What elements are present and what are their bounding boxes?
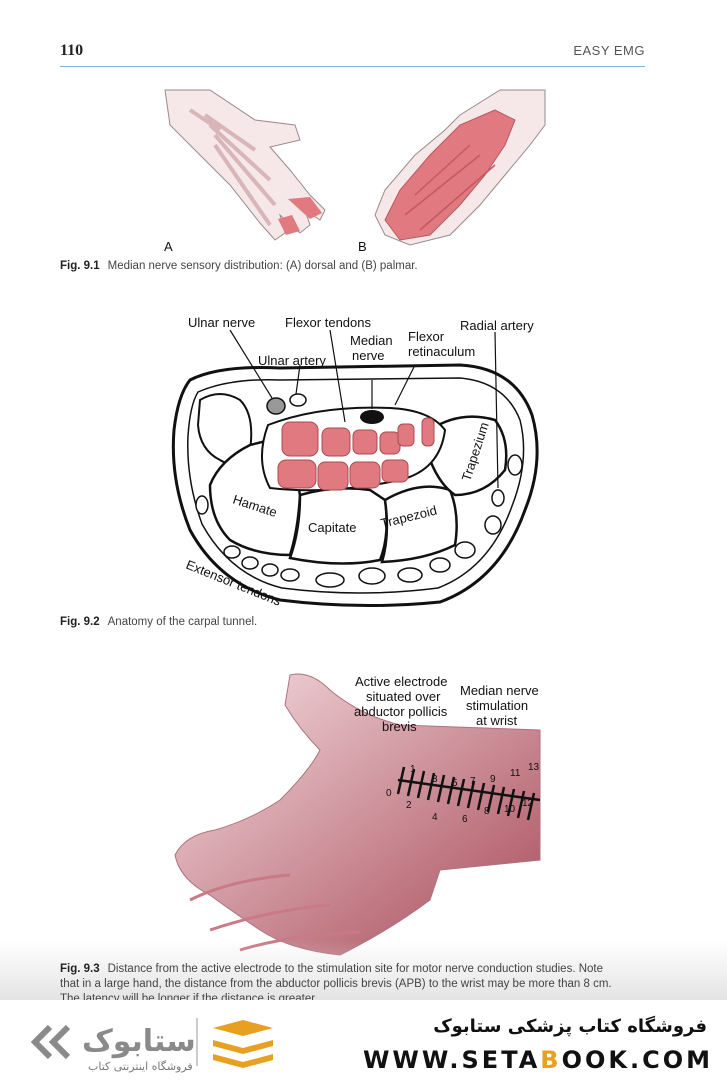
label-capitate: Capitate (308, 520, 356, 535)
svg-text:9: 9 (490, 774, 496, 785)
shop-url[interactable]: WWW.SETABOOK.COM (362, 1046, 713, 1074)
figure-9-2-carpal-tunnel: Ulnar nerve Flexor tendons Median nerve … (171, 315, 539, 609)
label-median-nerve-1: Median (350, 333, 393, 348)
label-ulnar-nerve: Ulnar nerve (188, 315, 255, 330)
trapezoid-bone (380, 485, 458, 564)
svg-text:4: 4 (432, 812, 438, 823)
figure-9-3-hand-electrode: 1 3 5 7 9 11 13 0 2 4 6 8 10 12 Active e… (174, 673, 541, 956)
caption-text: Anatomy of the carpal tunnel. (107, 616, 258, 628)
bottom-fade (0, 940, 727, 1010)
svg-text:2: 2 (406, 800, 412, 811)
watermark-footer: ستابوک فروشگاه اینترنتی کتاب فروشگاه کتا… (0, 1000, 727, 1080)
label-stimulation-1: Median nerve (460, 683, 539, 698)
figure-9-2-caption: Fig. 9.2 Anatomy of the carpal tunnel. (60, 615, 257, 630)
label-flexor-retinaculum-2: retinaculum (408, 344, 475, 359)
label-flexor-retinaculum-1: Flexor (408, 329, 445, 344)
book-stack-logo-icon (213, 1020, 273, 1068)
hand-a-dorsal (164, 89, 326, 241)
caption-label: Fig. 9.2 (60, 616, 100, 628)
fig-9-1-label-b: B (358, 239, 367, 254)
fig-9-1-label-a: A (164, 239, 173, 254)
svg-text:10: 10 (504, 804, 516, 815)
svg-text:0: 0 (386, 788, 392, 799)
svg-text:5: 5 (452, 778, 458, 789)
label-stimulation-3: at wrist (476, 713, 518, 728)
svg-text:8: 8 (484, 806, 490, 817)
label-stimulation-2: stimulation (466, 698, 528, 713)
label-active-electrode-1: Active electrode (355, 674, 448, 689)
label-active-electrode-2: situated over (366, 689, 441, 704)
figure-9-1-hands: A B (164, 89, 546, 254)
page-number: 110 (60, 42, 84, 59)
svg-text:11: 11 (510, 768, 521, 779)
brand-subtitle: فروشگاه اینترنتی کتاب (88, 1060, 193, 1073)
label-median-nerve-2: nerve (352, 348, 385, 363)
label-radial-artery: Radial artery (460, 318, 534, 333)
shop-name: فروشگاه کتاب پزشکی ستابوک (433, 1016, 707, 1037)
running-title: EASY EMG (573, 43, 645, 58)
svg-text:13: 13 (528, 762, 540, 773)
svg-text:1: 1 (410, 764, 416, 775)
hand-b-palmar (374, 89, 546, 246)
label-flexor-tendons: Flexor tendons (285, 315, 371, 330)
distance-scale (396, 766, 541, 821)
svg-text:3: 3 (432, 774, 438, 785)
chevron-logo-icon (30, 1024, 71, 1060)
trapezium-bone (428, 415, 508, 497)
median-nerve (360, 410, 384, 424)
svg-text:6: 6 (462, 814, 468, 825)
figure-9-1-caption: Fig. 9.1 Median nerve sensory distributio… (60, 259, 418, 274)
label-active-electrode-4: brevis (382, 719, 417, 734)
label-ulnar-artery: Ulnar artery (258, 353, 326, 368)
label-active-electrode-3: abductor pollicis (354, 704, 448, 719)
svg-text:7: 7 (470, 776, 476, 787)
caption-label: Fig. 9.1 (60, 260, 100, 272)
brand-name: ستابوک (82, 1024, 196, 1059)
caption-label: Fig. 9.3 (60, 963, 100, 975)
caption-text: Median nerve sensory distribution: (A) d… (107, 260, 418, 272)
svg-text:12: 12 (522, 798, 534, 809)
page-header: 110 EASY EMG (60, 38, 645, 67)
